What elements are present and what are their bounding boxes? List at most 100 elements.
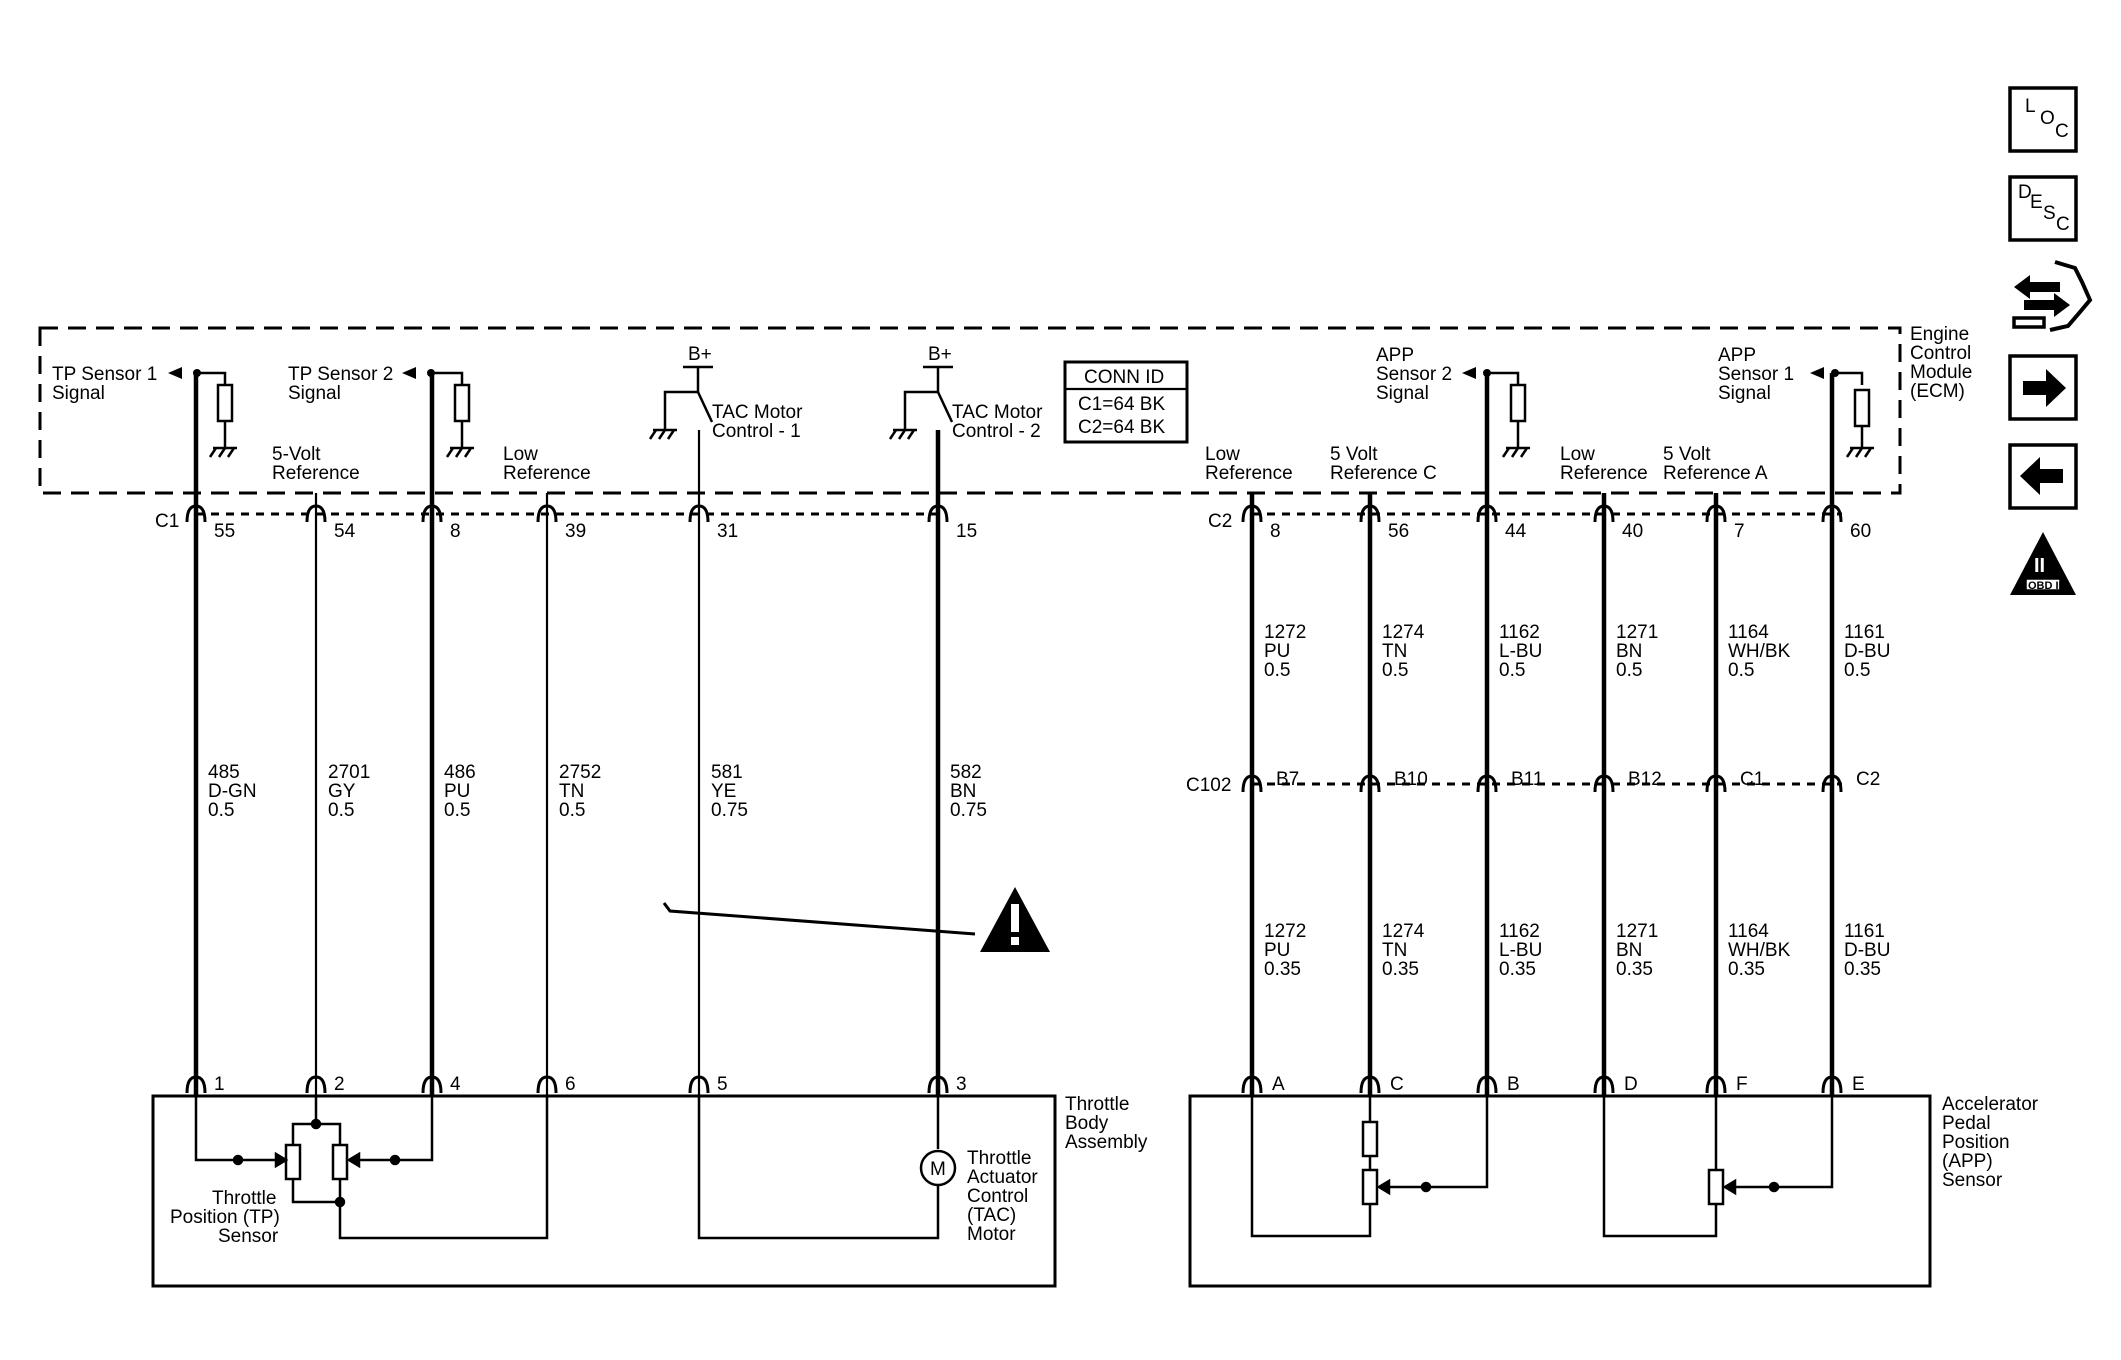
wire-spec-lower: PU: [1264, 940, 1290, 961]
ecm-title: Engine Control Module (ECM): [1910, 324, 1972, 402]
svg-text:OBD II: OBD II: [2028, 580, 2062, 592]
wire-spec: 582: [950, 762, 982, 783]
svg-text:Reference: Reference: [1205, 463, 1293, 484]
wire-spec-upper: 1271: [1616, 622, 1658, 643]
wire-spec-upper: 1274: [1382, 622, 1425, 643]
component-pin-letter: E: [1852, 1074, 1865, 1095]
svg-text:APP: APP: [1718, 345, 1756, 366]
low-reference-c2-a-label: Low Reference: [1205, 444, 1293, 484]
svg-text:Sensor: Sensor: [218, 1226, 279, 1247]
connector-views-icon[interactable]: [2012, 260, 2093, 332]
wire-spec-lower: 1162: [1499, 921, 1540, 942]
c102-terminal: [1821, 774, 1843, 793]
ecm-terminal: [1359, 504, 1381, 523]
wire-spec: GY: [328, 781, 356, 802]
ecm-pin-number: 54: [334, 521, 356, 542]
wire-spec: 0.75: [950, 800, 987, 821]
svg-text:TAC Motor: TAC Motor: [712, 402, 803, 423]
svg-text:L: L: [2025, 96, 2036, 117]
component-pin-letter: C: [1390, 1074, 1404, 1095]
wire-spec: 0.5: [559, 800, 585, 821]
component-terminal: [536, 1075, 558, 1094]
svg-text:D: D: [2018, 182, 2032, 203]
svg-text:Low: Low: [1560, 444, 1595, 465]
ecm-pin-number: 8: [1270, 521, 1281, 542]
svg-text:Assembly: Assembly: [1065, 1132, 1148, 1153]
component-terminal: [1476, 1075, 1498, 1094]
wire-spec-upper: 0.5: [1382, 660, 1408, 681]
wire-spec-upper: 1272: [1264, 622, 1306, 643]
svg-text:O: O: [2040, 108, 2055, 129]
conn-id-box: CONN ID C1=64 BK C2=64 BK: [1063, 360, 1189, 444]
svg-text:Position (TP): Position (TP): [170, 1207, 280, 1228]
component-pin-number: 6: [565, 1074, 576, 1095]
component-pin-number: 5: [717, 1074, 728, 1095]
svg-text:Signal: Signal: [288, 383, 341, 404]
svg-text:C2=64 BK: C2=64 BK: [1078, 417, 1165, 438]
motor-symbol-label: M: [930, 1159, 946, 1180]
wire-spec-upper: PU: [1264, 641, 1290, 662]
svg-text:Position: Position: [1942, 1132, 2010, 1153]
ecm-pin-number: 39: [565, 521, 586, 542]
svg-text:II: II: [2034, 555, 2045, 577]
signal-arrows: [168, 367, 1839, 379]
ecm-pullup-resistors: [198, 371, 1874, 458]
wire-spec-upper: 1162: [1499, 622, 1540, 643]
svg-text:5 Volt: 5 Volt: [1663, 444, 1711, 465]
app-sensor-2-signal-label: APP Sensor 2 Signal: [1376, 345, 1452, 404]
desc-icon[interactable]: D E S C: [2008, 175, 2078, 242]
ecm-terminal: [1476, 504, 1498, 523]
svg-text:Throttle: Throttle: [967, 1148, 1031, 1169]
svg-text:CONN ID: CONN ID: [1084, 367, 1164, 388]
svg-text:Control - 2: Control - 2: [952, 421, 1041, 442]
ecm-pin-number: 56: [1388, 521, 1409, 542]
ecm-pin-number: 44: [1505, 521, 1527, 542]
wire-spec: 2752: [559, 762, 601, 783]
tp-sensor-label: Throttle Position (TP) Sensor: [170, 1188, 280, 1247]
svg-text:Control: Control: [1910, 343, 1971, 364]
svg-text:Control - 1: Control - 1: [712, 421, 801, 442]
obd-ii-icon[interactable]: II OBD II: [2010, 532, 2076, 595]
component-terminal: [927, 1075, 949, 1094]
connector-c2-label: C2: [1208, 511, 1232, 532]
ecm-pin-number: 15: [956, 521, 977, 542]
component-terminal: [421, 1075, 443, 1094]
svg-text:Reference C: Reference C: [1330, 463, 1437, 484]
svg-text:C1=64 BK: C1=64 BK: [1078, 394, 1165, 415]
svg-text:(TAC): (TAC): [967, 1205, 1016, 1226]
wire-spec-upper: 0.5: [1844, 660, 1870, 681]
warning-triangle-icon: [980, 887, 1050, 952]
svg-text:Control: Control: [967, 1186, 1028, 1207]
app-sensor-box: [1188, 1094, 1932, 1288]
ecm-terminal: [305, 504, 327, 523]
connector-c1-label: C1: [155, 511, 179, 532]
connector-c102-label: C102: [1186, 775, 1231, 796]
wire-spec-lower: 1272: [1264, 921, 1306, 942]
next-arrow-icon[interactable]: [2008, 354, 2078, 421]
loc-icon[interactable]: L O C: [2008, 86, 2078, 153]
c102-cavity: B7: [1276, 769, 1299, 790]
wire-spec-upper: 0.5: [1616, 660, 1642, 681]
svg-text:TAC Motor: TAC Motor: [952, 402, 1043, 423]
app-sensor-1-signal-label: APP Sensor 1 Signal: [1718, 345, 1794, 404]
back-arrow-icon[interactable]: [2008, 443, 2078, 510]
wire-spec-upper: WH/BK: [1728, 641, 1791, 662]
throttle-body-assembly-box: [151, 1094, 1057, 1288]
throttle-body-label: Throttle Body Assembly: [1065, 1094, 1148, 1153]
wire-spec-lower: TN: [1382, 940, 1407, 961]
wire-spec-lower: 0.35: [1382, 959, 1419, 980]
wire-spec: 0.5: [444, 800, 470, 821]
svg-text:Motor: Motor: [967, 1224, 1016, 1245]
component-pin-number: 4: [450, 1074, 461, 1095]
ecm-terminal: [927, 504, 949, 523]
svg-text:Reference: Reference: [503, 463, 591, 484]
ecm-terminal: [185, 504, 207, 523]
wire-spec-upper: L-BU: [1499, 641, 1542, 662]
wire-spec: 0.5: [208, 800, 234, 821]
